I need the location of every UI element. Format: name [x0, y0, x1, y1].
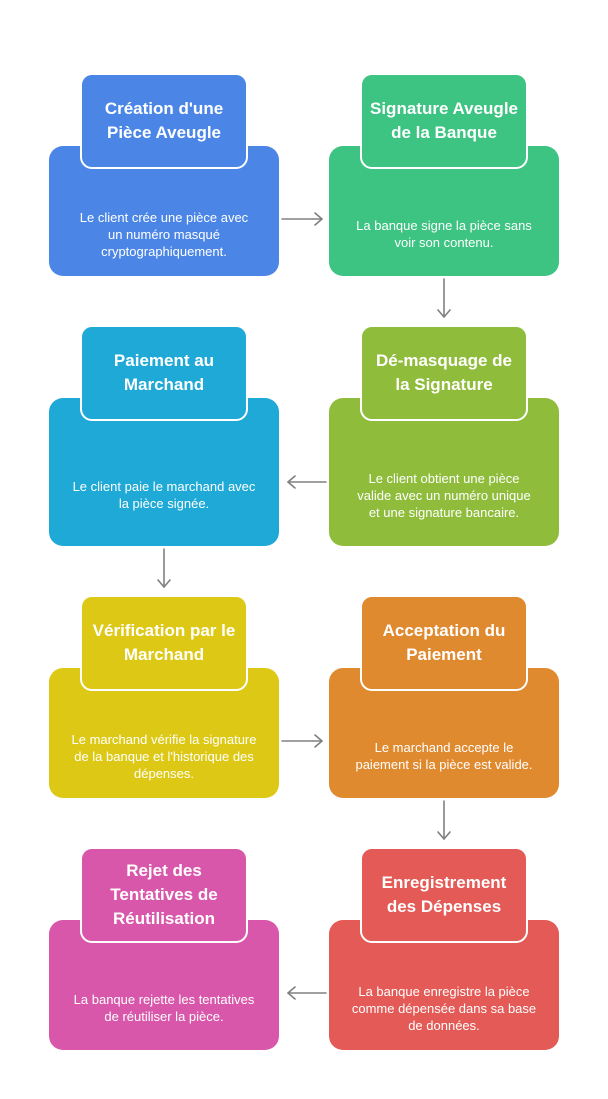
step-description: Le client crée une pièce avec un numéro …: [79, 209, 249, 259]
step-description: Le client obtient une pièce valide avec …: [357, 470, 531, 520]
step-title-signature-aveugle: Signature Aveugle de la Banque: [360, 73, 528, 169]
arrow-down-icon: [437, 800, 451, 840]
arrow-down-icon: [437, 278, 451, 318]
step-title-paiement: Paiement au Marchand: [80, 325, 248, 421]
step-title-demasquage: Dé-masquage de la Signature: [360, 325, 528, 421]
step-title-acceptation: Acceptation du Paiement: [360, 595, 528, 691]
step-title-creation: Création d'une Pièce Aveugle: [80, 73, 248, 169]
step-description: Le marchand accepte le paiement si la pi…: [355, 740, 533, 772]
step-description: Le client paie le marchand avec la pièce…: [72, 479, 256, 511]
step-description: La banque enregistre la pièce comme dépe…: [351, 983, 537, 1033]
arrow-right-icon: [281, 212, 323, 226]
step-title-enregistrement: Enregistrement des Dépenses: [360, 847, 528, 943]
step-description: Le marchand vérifie la signature de la b…: [71, 731, 257, 781]
step-title-rejet: Rejet des Tentatives de Réutilisation: [80, 847, 248, 943]
step-description: La banque signe la pièce sans voir son c…: [356, 218, 532, 250]
step-description: La banque rejette les tentatives de réut…: [73, 992, 255, 1024]
arrow-left-icon: [287, 986, 327, 1000]
arrow-down-icon: [157, 548, 171, 588]
arrow-left-icon: [287, 475, 327, 489]
step-title-verification: Vérification par le Marchand: [80, 595, 248, 691]
step-card-demasquage: Le client obtient une pièce valide avec …: [329, 398, 559, 546]
step-card-paiement: Le client paie le marchand avec la pièce…: [49, 398, 279, 546]
arrow-right-icon: [281, 734, 323, 748]
